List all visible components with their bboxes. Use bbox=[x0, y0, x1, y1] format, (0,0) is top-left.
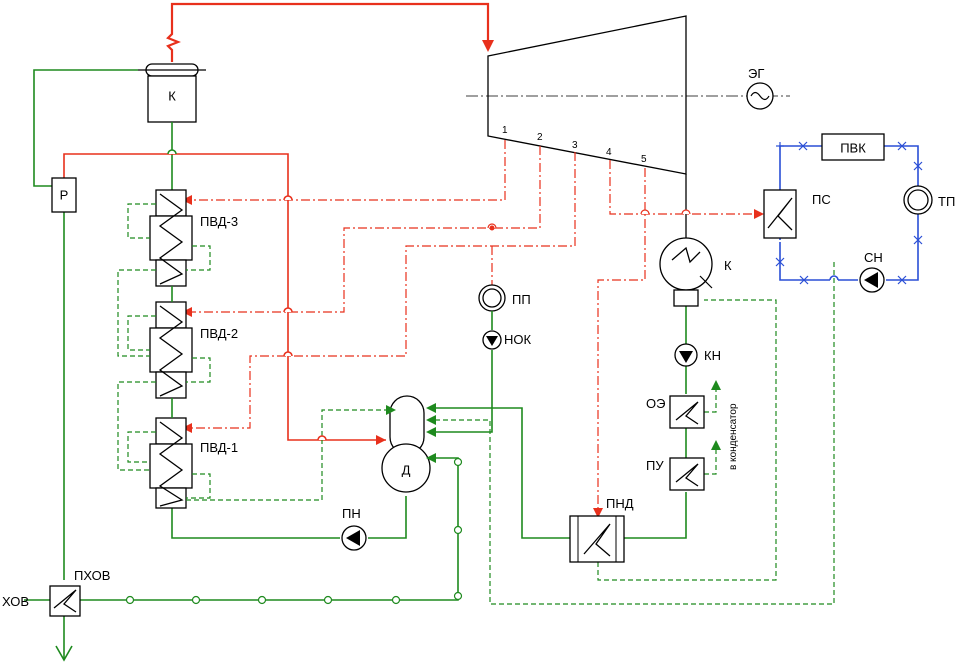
hp-heater-2: ПВД-2 bbox=[149, 301, 238, 399]
ejector-cooler-label: ОЭ bbox=[646, 396, 665, 411]
regulator: Р bbox=[51, 177, 77, 213]
extraction-label-2: 2 bbox=[537, 132, 543, 143]
peak-boiler: ПВК bbox=[821, 133, 885, 161]
gland-cooler-label: ПУ bbox=[646, 458, 664, 473]
boiler: К bbox=[138, 63, 206, 123]
turbine: 1 2 3 4 5 bbox=[466, 15, 790, 175]
network-heater: ПС bbox=[763, 189, 831, 239]
condensate-pump: КН bbox=[674, 343, 721, 367]
lp-heater: ПНД bbox=[569, 496, 634, 563]
makeup-heater-label: ПХОВ bbox=[74, 568, 110, 583]
drain-pump-label: НОК bbox=[504, 332, 532, 347]
drain-lines bbox=[117, 203, 835, 605]
extraction-labels: 1 2 3 4 5 bbox=[502, 125, 647, 165]
generator: ЭГ bbox=[746, 66, 774, 110]
heat-consumer-label: ТП bbox=[938, 194, 955, 209]
heating-network bbox=[775, 141, 923, 285]
condenser: К bbox=[659, 174, 732, 307]
extraction-label-4: 4 bbox=[606, 147, 612, 158]
steam-superheater: ПП bbox=[478, 284, 531, 312]
feed-water-lines bbox=[24, 69, 687, 662]
hp-heater-2-label: ПВД-2 bbox=[200, 326, 238, 341]
extraction-label-1: 1 bbox=[502, 125, 508, 136]
deaerator: Д bbox=[376, 395, 436, 493]
network-pump: СН bbox=[859, 250, 885, 293]
feed-pump: ПН bbox=[341, 506, 367, 551]
peak-boiler-label: ПВК bbox=[840, 141, 866, 156]
live-steam-line bbox=[166, 2, 494, 62]
ejector-cooler: ОЭ bbox=[646, 380, 721, 429]
extraction-label-5: 5 bbox=[641, 154, 647, 165]
makeup-heater: ПХОВ ХОВ bbox=[2, 568, 110, 617]
deaerator-label: Д bbox=[402, 463, 411, 478]
boiler-label: К bbox=[168, 89, 176, 104]
makeup-line-nodes bbox=[125, 457, 463, 605]
network-heater-label: ПС bbox=[812, 192, 831, 207]
gland-cooler: ПУ bbox=[646, 440, 721, 491]
hp-heater-3-label: ПВД-3 bbox=[200, 214, 238, 229]
extraction-lines bbox=[182, 140, 764, 518]
generator-label: ЭГ bbox=[748, 66, 764, 81]
hp-heater-1: ПВД-1 bbox=[149, 417, 238, 509]
hp-heater-3: ПВД-3 bbox=[149, 189, 238, 287]
condenser-label: К bbox=[724, 258, 732, 273]
makeup-water-label: ХОВ bbox=[2, 594, 29, 609]
regulator-label: Р bbox=[60, 188, 69, 203]
network-pump-label: СН bbox=[864, 250, 883, 265]
network-ticks bbox=[775, 141, 923, 285]
line-crossings bbox=[167, 149, 691, 441]
feed-pump-label: ПН bbox=[342, 506, 361, 521]
condensate-pump-label: КН bbox=[704, 348, 721, 363]
extraction-label-3: 3 bbox=[572, 140, 578, 151]
steam-superheater-label: ПП bbox=[512, 292, 531, 307]
heat-consumer: ТП bbox=[903, 185, 955, 215]
hp-heater-1-label: ПВД-1 bbox=[200, 440, 238, 455]
return-hot-line bbox=[63, 153, 386, 441]
to-condenser-note: в конденсатор bbox=[728, 403, 739, 470]
drain-pump: НОК bbox=[482, 311, 532, 350]
lp-heater-label: ПНД bbox=[606, 496, 634, 511]
